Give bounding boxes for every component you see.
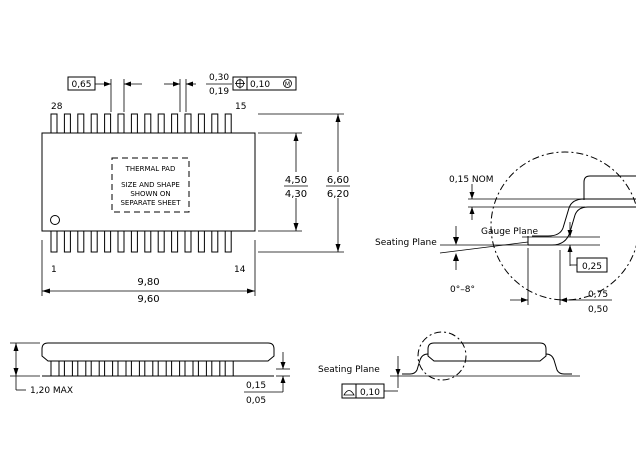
lead-bottom [144, 230, 152, 253]
lead-bottom [184, 230, 192, 253]
pitch-value: 0,65 [71, 80, 91, 90]
end-detail-circle [417, 331, 467, 381]
svg-text:M: M [285, 81, 290, 88]
overall-width-max: 6,60 [327, 175, 349, 186]
foot-length-max: 0,75 [588, 290, 608, 300]
lead-side [77, 360, 87, 377]
lead-bottom [77, 230, 85, 253]
standoff-min: 0,05 [246, 396, 266, 406]
lead-bottom [171, 230, 179, 253]
lead-bottom [157, 230, 165, 253]
pin-number-15: 15 [235, 102, 246, 112]
thermal-pad-size-label: SIZE AND SHAPE [121, 181, 180, 189]
lead-bottom [211, 230, 219, 253]
foot-length-min: 0,50 [588, 305, 608, 315]
lead-side [184, 360, 194, 377]
overall-width-min: 6,20 [327, 189, 349, 200]
mmc-icon [283, 79, 292, 88]
pin-number-14: 14 [234, 265, 246, 275]
lead-top [224, 113, 232, 134]
lead-top [77, 113, 85, 134]
lead-side [50, 360, 60, 377]
lead-side [144, 360, 154, 377]
lead-bottom [90, 230, 98, 253]
thermal-pad-label: THERMAL PAD [125, 165, 176, 173]
thermal-pad-sheet-label: SEPARATE SHEET [120, 199, 181, 207]
lead-side [130, 360, 140, 377]
body-length-min: 9,60 [137, 294, 159, 305]
standoff-max: 0,15 [246, 381, 266, 391]
lead-top [171, 113, 179, 134]
detail-seating-plane-label: Seating Plane [375, 238, 437, 248]
thermal-pad-outline [111, 157, 190, 213]
lead-width-min: 0,19 [209, 87, 229, 97]
lead-side [211, 360, 221, 377]
lead-width-max: 0,30 [209, 73, 229, 83]
top-lead-row [50, 113, 232, 134]
detail-view: Gauge Plane Seating Plane 0°–8° 0,15 NOM… [375, 151, 636, 315]
body-width-min: 4,30 [285, 189, 307, 200]
lead-bottom [50, 230, 58, 253]
side-seating-plane-label: Seating Plane [318, 365, 380, 375]
lead-top [117, 113, 125, 134]
lead-bottom [104, 230, 112, 253]
lead-side [224, 360, 234, 377]
side-view: 1,20 MAX 0,15 0,05 Seating Plane 0,10 [10, 331, 580, 406]
lead-top [90, 113, 98, 134]
lead-side [90, 360, 100, 377]
height-max: 1,20 MAX [30, 386, 73, 396]
lead-side [197, 360, 207, 377]
pin1-marker [50, 215, 60, 225]
lead-top [144, 113, 152, 134]
lead-side [63, 360, 73, 377]
coplanarity-value: 0,10 [360, 388, 380, 398]
lead-side [104, 360, 114, 377]
lead-top [197, 113, 205, 134]
nominal-thickness: 0,15 NOM [449, 175, 493, 185]
pitch-box [67, 76, 96, 91]
lead-top [50, 113, 58, 134]
profile-icon [343, 390, 355, 396]
thermal-pad-shown-label: SHOWN ON [130, 190, 170, 198]
body-width-max: 4,50 [285, 175, 307, 186]
pin-number-28: 28 [51, 102, 63, 112]
position-tolerance-frame [232, 76, 297, 91]
lead-bottom [130, 230, 138, 253]
package-body [41, 132, 256, 232]
lead-top [63, 113, 71, 134]
lead-top [157, 113, 165, 134]
gauge-value: 0,25 [582, 262, 602, 272]
lead-bottom [63, 230, 71, 253]
lead-top [104, 113, 112, 134]
lead-bottom [117, 230, 125, 253]
lead-bottom [197, 230, 205, 253]
lead-angle: 0°–8° [450, 285, 475, 295]
position-tolerance-value: 0,10 [250, 80, 270, 90]
lead-side [157, 360, 167, 377]
lead-side [171, 360, 181, 377]
lead-bottom [224, 230, 232, 253]
gauge-plane-label: Gauge Plane [481, 227, 538, 237]
lead-side [117, 360, 127, 377]
body-length-max: 9,80 [137, 277, 159, 288]
side-lead-row [50, 360, 234, 377]
lead-top [130, 113, 138, 134]
pin-number-1: 1 [51, 265, 57, 275]
lead-top [184, 113, 192, 134]
top-view: THERMAL PAD SIZE AND SHAPE SHOWN ON SEPA… [41, 73, 350, 305]
bottom-lead-row [50, 230, 232, 253]
lead-top [211, 113, 219, 134]
